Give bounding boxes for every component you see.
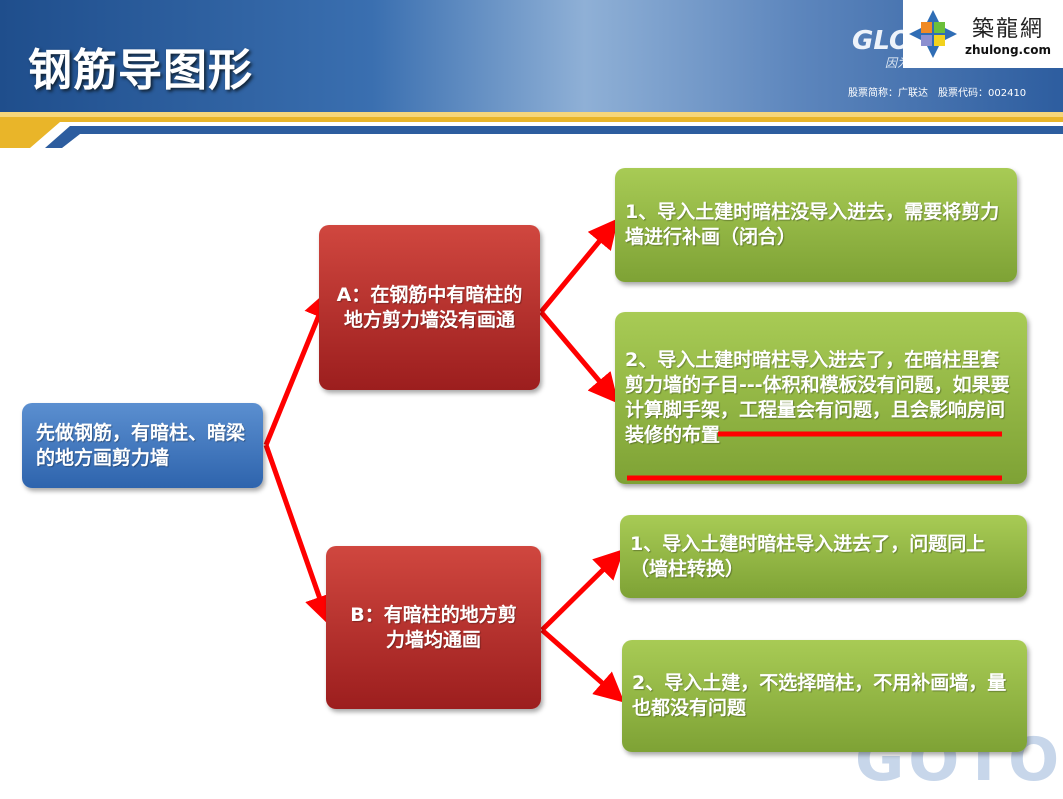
leaf-a1-node: 1、导入土建时暗柱没导入进去，需要将剪力墙进行补画（闭合） — [615, 168, 1017, 282]
arrow-b-to-b1 — [540, 548, 625, 632]
leaf-a1-text: 1、导入土建时暗柱没导入进去，需要将剪力墙进行补画（闭合） — [625, 201, 1000, 248]
branch-b-node: B：有暗柱的地方剪力墙均通画 — [326, 546, 541, 709]
leaf-a2-node: 2、导入土建时暗柱导入进去了，在暗柱里套剪力墙的子目---体积和模板没有问题，如… — [615, 312, 1027, 484]
root-node: 先做钢筋，有暗柱、暗梁的地方画剪力墙 — [22, 403, 263, 488]
logo-url: zhulong.com — [965, 43, 1051, 57]
arrow-a-to-a2 — [539, 310, 619, 404]
zhulong-logo: 築龍網 zhulong.com — [903, 0, 1063, 68]
leaf-b2-node: 2、导入土建，不选择暗柱，不用补画墙，量也都没有问题 — [622, 640, 1027, 752]
brand-logo-text: GLO — [852, 26, 912, 56]
arrow-b-to-b2 — [540, 628, 625, 703]
header-banner — [0, 0, 1063, 112]
stock-info: 股票简称：广联达 股票代码：002410 — [848, 88, 1027, 99]
branch-a-text: A：在钢筋中有暗柱的地方剪力墙没有画通 — [336, 283, 523, 331]
logo-chinese: 築龍網 — [971, 17, 1044, 42]
branch-b-text: B：有暗柱的地方剪力墙均通画 — [350, 603, 517, 651]
leaf-b1-node: 1、导入土建时暗柱导入进去了，问题同上（墙柱转换） — [620, 515, 1027, 598]
arrow-a-to-a1 — [539, 218, 619, 314]
zhulong-logo-icon — [909, 10, 957, 58]
arrow-root-to-b — [263, 444, 334, 626]
branch-a-node: A：在钢筋中有暗柱的地方剪力墙没有画通 — [319, 225, 540, 390]
arrow-root-to-a — [263, 288, 333, 446]
page-title: 钢筋导图形 — [28, 45, 253, 96]
leaf-b2-text: 2、导入土建，不选择暗柱，不用补画墙，量也都没有问题 — [632, 672, 1007, 719]
root-node-text: 先做钢筋，有暗柱、暗梁的地方画剪力墙 — [36, 421, 246, 469]
leaf-b1-text: 1、导入土建时暗柱导入进去了，问题同上（墙柱转换） — [630, 532, 986, 580]
header-swoosh — [0, 112, 1063, 148]
leaf-a2-text: 2、导入土建时暗柱导入进去了，在暗柱里套剪力墙的子目---体积和模板没有问题，如… — [625, 349, 1010, 446]
